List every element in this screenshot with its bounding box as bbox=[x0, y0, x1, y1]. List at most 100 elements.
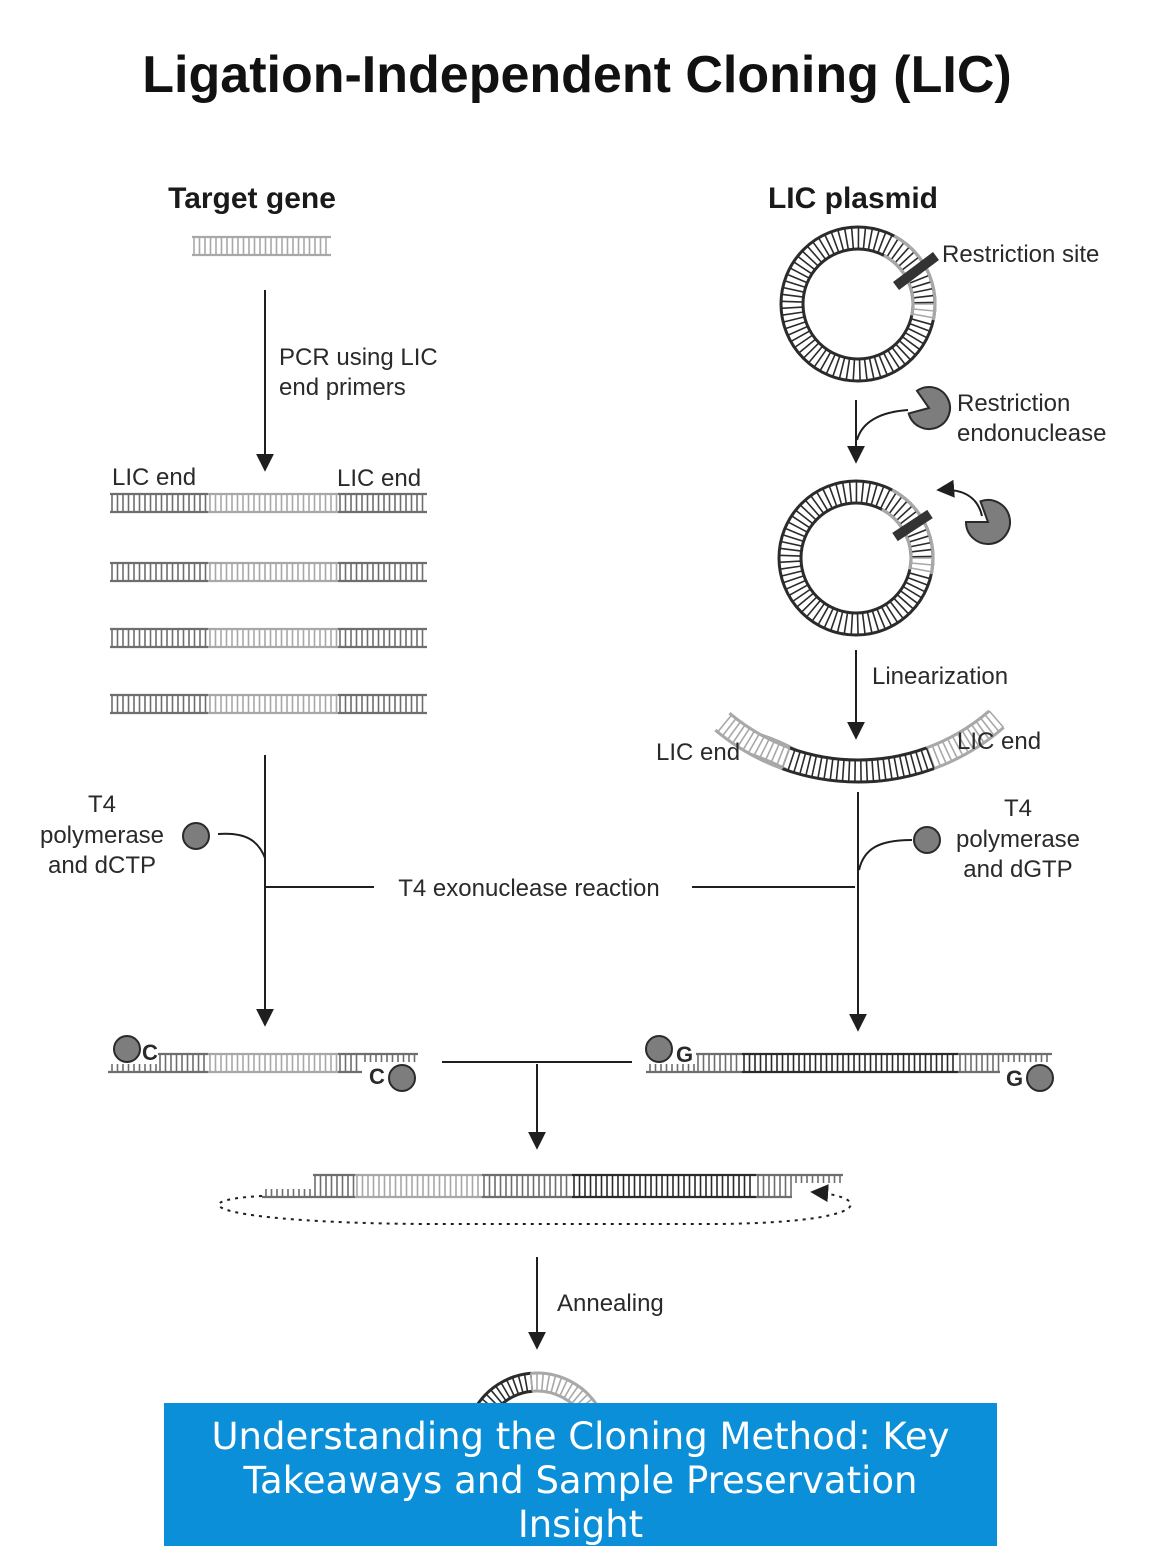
base-pairs bbox=[339, 1055, 358, 1071]
base-pairs bbox=[743, 1055, 954, 1071]
caption-banner: Understanding the Cloning Method: Key Ta… bbox=[164, 1403, 997, 1546]
right-enzyme-connector bbox=[858, 839, 913, 871]
enzyme-release-arrow bbox=[936, 479, 983, 517]
base-pairs bbox=[111, 630, 207, 646]
pcr-product-dna bbox=[110, 693, 427, 715]
base-pairs bbox=[111, 696, 207, 712]
overhang-bases bbox=[649, 1055, 1048, 1071]
lic-region-base-pairs bbox=[911, 303, 935, 319]
base-pairs bbox=[339, 630, 424, 646]
processed-insert-dna bbox=[108, 1035, 418, 1092]
dna-strands-layer bbox=[108, 225, 1054, 1419]
bound-polymerase-icon bbox=[113, 1035, 141, 1063]
pcr-label-line1: PCR using LIC bbox=[279, 344, 438, 371]
restriction-enzyme-icon bbox=[907, 386, 951, 430]
base-pairs bbox=[483, 1176, 568, 1196]
left-lic-end-label-1: LIC end bbox=[112, 464, 196, 491]
base-pairs bbox=[209, 1055, 338, 1071]
base-pairs bbox=[193, 238, 327, 254]
arc-strand bbox=[714, 728, 783, 771]
right-lic-end-label-2: LIC end bbox=[957, 728, 1041, 755]
left-enzyme-connector bbox=[217, 832, 266, 859]
c-nucleotide-bottom: C bbox=[369, 1064, 385, 1089]
base-pairs bbox=[339, 564, 424, 580]
banner-text: Understanding the Cloning Method: Key Ta… bbox=[211, 1414, 950, 1546]
base-pairs bbox=[159, 1055, 205, 1071]
flow-arrows bbox=[217, 290, 983, 1350]
overhang-bases bbox=[265, 1176, 841, 1196]
plasmid-base-pairs bbox=[778, 480, 934, 636]
restriction-site-label: Restriction site bbox=[942, 241, 1099, 268]
annealed-product-dna bbox=[262, 1173, 843, 1199]
t4-polymerase-dctp-icon bbox=[182, 822, 210, 850]
plasmid-base-pairs bbox=[780, 226, 936, 382]
linearized-plasmid bbox=[714, 709, 1005, 784]
right-enzyme-label-line3: and dGTP bbox=[963, 856, 1072, 883]
arc-base-pairs bbox=[717, 714, 791, 769]
base-pairs bbox=[111, 564, 207, 580]
overhang-bases bbox=[111, 1055, 416, 1071]
lic-region-base-pairs bbox=[909, 557, 933, 573]
arc-strand bbox=[925, 709, 991, 750]
right-lic-end-label-1: LIC end bbox=[656, 739, 740, 766]
base-pairs bbox=[209, 630, 338, 646]
lic-region-strand bbox=[893, 234, 937, 321]
base-pairs bbox=[959, 1055, 1000, 1071]
lic-plasmid-circle bbox=[779, 225, 937, 383]
restriction-enzyme-label-line1: Restriction bbox=[957, 390, 1070, 417]
circularization-dotted-arrow bbox=[217, 1184, 852, 1225]
bound-polymerase-icon bbox=[1026, 1064, 1054, 1092]
left-enzyme-label-line3: and dCTP bbox=[48, 852, 156, 879]
bound-polymerase-icon bbox=[645, 1035, 673, 1063]
g-nucleotide-top: G bbox=[676, 1042, 693, 1067]
arc-strand bbox=[728, 712, 791, 750]
restriction-site-marker bbox=[893, 252, 939, 290]
diagram-title: Ligation-Independent Cloning (LIC) bbox=[142, 46, 1011, 104]
restriction-enzyme-label-line2: endonuclease bbox=[957, 420, 1106, 447]
pcr-label-line2: end primers bbox=[279, 374, 406, 401]
lic-region-strand bbox=[891, 488, 935, 575]
arc-strand bbox=[789, 746, 927, 762]
exonuclease-label: T4 exonuclease reaction bbox=[398, 875, 660, 902]
arc-base-pairs bbox=[781, 747, 935, 783]
base-pairs bbox=[111, 495, 207, 511]
processed-vector-dna bbox=[645, 1035, 1054, 1092]
c-nucleotide-top: C bbox=[142, 1040, 158, 1065]
base-pairs bbox=[339, 495, 424, 511]
base-pairs bbox=[339, 696, 424, 712]
base-pairs bbox=[209, 696, 338, 712]
base-pairs bbox=[356, 1176, 479, 1196]
plasmid-strand bbox=[530, 1371, 601, 1410]
cut-site-marker bbox=[892, 509, 933, 542]
annealing-label: Annealing bbox=[557, 1290, 664, 1317]
restriction-enzyme-connector bbox=[856, 409, 909, 441]
g-nucleotide-bottom: G bbox=[1006, 1066, 1023, 1091]
base-pairs bbox=[573, 1176, 751, 1196]
left-enzyme-label-line2: polymerase bbox=[40, 822, 164, 849]
right-enzyme-label-line2: polymerase bbox=[956, 826, 1080, 853]
lic-plasmid-heading: LIC plasmid bbox=[768, 182, 938, 215]
bound-polymerase-icon bbox=[388, 1064, 416, 1092]
base-pairs bbox=[209, 564, 338, 580]
base-pairs bbox=[209, 495, 338, 511]
left-lic-end-label-2: LIC end bbox=[337, 465, 421, 492]
base-pairs bbox=[697, 1055, 738, 1071]
right-enzyme-label-line1: T4 bbox=[1004, 795, 1032, 822]
pcr-product-dna bbox=[110, 561, 427, 583]
base-pairs bbox=[314, 1176, 355, 1196]
left-enzyme-label-line1: T4 bbox=[88, 791, 116, 818]
pcr-product-dna bbox=[110, 492, 427, 514]
linearization-label: Linearization bbox=[872, 663, 1008, 690]
t4-polymerase-dgtp-icon bbox=[913, 826, 941, 854]
target-gene-dna bbox=[192, 235, 331, 257]
target-gene-heading: Target gene bbox=[168, 182, 336, 215]
arc-strand bbox=[933, 726, 1005, 771]
pcr-product-dna bbox=[110, 627, 427, 649]
arc-strand bbox=[781, 767, 935, 784]
nicked-plasmid-circle bbox=[777, 479, 935, 637]
base-pairs bbox=[757, 1176, 792, 1196]
released-enzyme-icon bbox=[964, 499, 1011, 545]
arc-base-pairs bbox=[926, 710, 1005, 769]
